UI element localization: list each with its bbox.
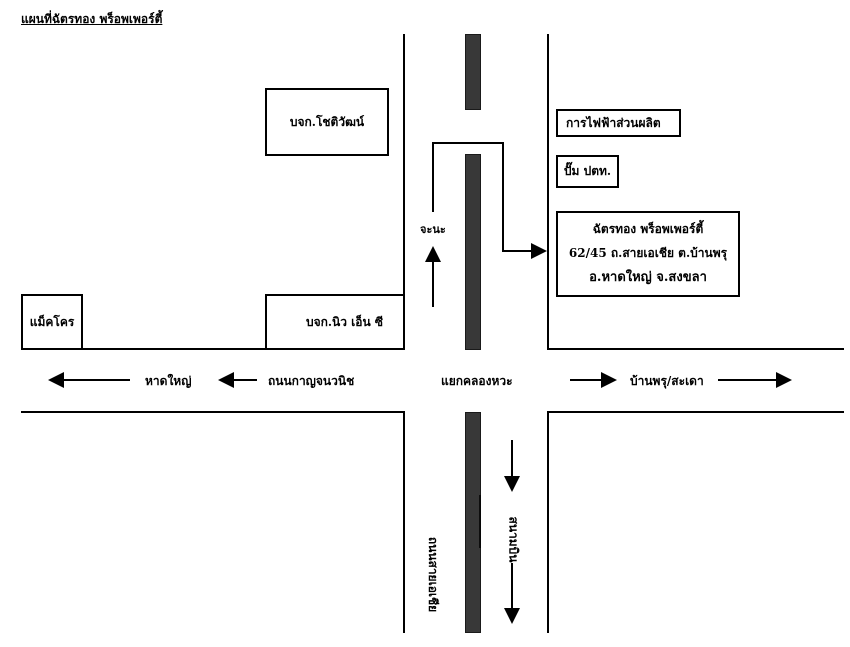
road-edge-west-bottom <box>21 411 405 413</box>
destination-address-line2: อ.หาดใหญ่ จ.สงขลา <box>589 270 707 286</box>
landmark-new-nc-label: บจก.นิว เอ็น ซี <box>305 314 383 329</box>
landmark-power-plant-label: การไฟฟ้าส่วนผลิต <box>566 115 661 130</box>
landmark-makro: แม็คโคร <box>21 294 83 350</box>
road-edge-east-top <box>547 348 844 350</box>
road-edge-south-west <box>403 411 405 633</box>
label-ban-phru-sadao: บ้านพรุ/สะเดา <box>630 374 704 388</box>
destination-name: ฉัตรทอง พร็อพเพอร์ตี้ <box>592 221 704 236</box>
label-hat-yai: หาดใหญ่ <box>145 374 192 388</box>
label-kanjanawanit-road: ถนนกาญจนวนิช <box>268 374 355 388</box>
median-north <box>465 154 481 350</box>
landmark-chotiwat: บจก.โชติวัฒน์ <box>265 88 389 156</box>
map-title: แผนที่ฉัตรทอง พร็อพเพอร์ตี้ <box>21 12 163 26</box>
road-edge-south-east <box>547 411 549 633</box>
road-edge-north-west <box>403 34 405 350</box>
road-edge-east-bottom <box>547 411 844 413</box>
road-edge-north-east <box>547 34 549 350</box>
label-jana: จะนะ <box>420 223 446 236</box>
label-khlong-hae-junction: แยกคลองหวะ <box>441 374 513 388</box>
destination-address-line1: 62/45 ถ.สายเอเชีย ต.บ้านพรุ <box>568 246 728 261</box>
landmark-power-plant: การไฟฟ้าส่วนผลิต <box>556 109 681 137</box>
landmark-new-nc: บจก.นิว เอ็น ซี <box>265 294 405 350</box>
landmark-chotiwat-label: บจก.โชติวัฒน์ <box>289 114 365 129</box>
destination-box: ฉัตรทอง พร็อพเพอร์ตี้ 62/45 ถ.สายเอเชีย … <box>556 211 740 297</box>
landmark-ptt-label: ปั๊ม ปตท. <box>563 164 612 178</box>
median-north-top <box>465 34 481 110</box>
route-line <box>432 142 547 259</box>
road-edge-west-top <box>21 348 405 350</box>
landmark-makro-label: แม็คโคร <box>29 314 75 329</box>
landmark-ptt-station: ปั๊ม ปตท. <box>556 155 619 188</box>
